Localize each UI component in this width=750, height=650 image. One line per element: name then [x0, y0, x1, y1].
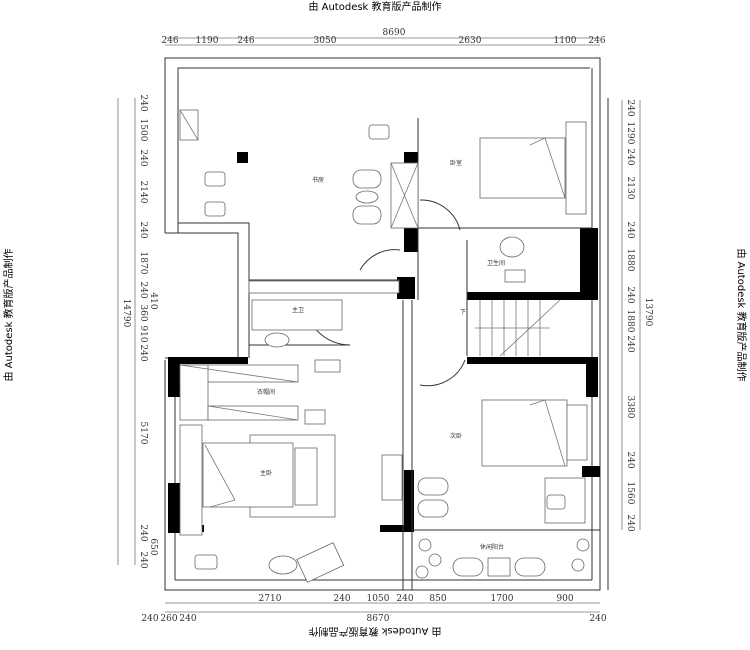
- dim-top-segment: 246: [588, 36, 605, 46]
- dim-right-segment: 240: [625, 514, 635, 531]
- dim-right-segment: 1880: [625, 249, 635, 272]
- dim-right-segment: 240: [625, 286, 635, 303]
- dim-top-segment: 2630: [459, 36, 482, 46]
- dim-bottom-segment: 2710: [259, 594, 282, 604]
- dim-top-segment: 246: [161, 36, 178, 46]
- watermark-top: 由 Autodesk 教育版产品制作: [308, 0, 441, 13]
- dim-bottom-segment: 850: [429, 594, 446, 604]
- dim-left-segment: 240: [138, 551, 148, 568]
- dim-top-segment: 1190: [196, 36, 219, 46]
- dim-left-segment: 240: [138, 94, 148, 111]
- room-label-cloakroom: 衣帽间: [257, 388, 275, 396]
- dim-right-segment: 240: [625, 221, 635, 238]
- dim-bottom-segment: 1700: [491, 594, 514, 604]
- dim-left-segment: 240: [138, 524, 148, 541]
- dim-right-segment: 240: [625, 148, 635, 165]
- dim-left-segment: 360: [138, 304, 148, 321]
- watermark-right: 由 Autodesk 教育版产品制作: [735, 248, 748, 381]
- dim-left-segment: 410: [148, 292, 158, 309]
- dim-left-segment: 2140: [138, 181, 148, 204]
- dim-left-segment: 240: [138, 344, 148, 361]
- dimension-lines: [117, 37, 641, 613]
- bathroom-middle-fixtures: [248, 280, 400, 373]
- dim-bottom-right: 240: [589, 614, 606, 624]
- dim-right-segment: 240: [625, 335, 635, 352]
- room-label-master-bedroom: 主卧: [260, 469, 272, 477]
- bed-upper-bedroom: [479, 121, 587, 215]
- dimension-labels: 8690 246 1190 246 3050 2630 1100 246 2710 240 1050…: [121, 28, 653, 624]
- room-label-study: 书房: [312, 176, 324, 184]
- dim-left-segment: 5170: [138, 422, 148, 445]
- dim-bottom-small: 260: [160, 614, 177, 624]
- dim-bottom-segment: 240: [396, 594, 413, 604]
- staircase: [475, 299, 561, 357]
- bed-second-bedroom: [417, 399, 588, 524]
- wardrobe-study: [179, 109, 419, 229]
- dim-bottom-segment: 900: [556, 594, 573, 604]
- watermark-left: 由 Autodesk 教育版产品制作: [2, 248, 15, 381]
- dim-right-segment: 2130: [625, 177, 635, 200]
- room-label-balcony: 休闲阳台: [480, 543, 504, 551]
- cloakroom-cabinets: [179, 364, 326, 425]
- dim-left-total: 14790: [121, 299, 131, 328]
- room-label-bedroom-upper: 卧室: [450, 159, 462, 167]
- dim-right-segment: 1560: [625, 482, 635, 505]
- dim-right-segment: 240: [625, 99, 635, 116]
- stair-down-label: 下: [460, 309, 466, 316]
- dim-left-segment: 910: [138, 325, 148, 342]
- dim-right-segment: 3380: [625, 396, 635, 419]
- dim-top-segment: 1100: [554, 36, 577, 46]
- dim-right-segment: 1290: [625, 122, 635, 145]
- watermark-bottom: 由 Autodesk 教育版产品制作: [308, 625, 441, 638]
- dim-left-segment: 240: [138, 281, 148, 298]
- dim-left-segment: 240: [138, 149, 148, 166]
- room-labels: 书房 卧室 主卫 卫生间 衣帽间 主卧 次卧 休闲阳台 下: [257, 159, 505, 551]
- dim-bottom-small: 240: [179, 614, 196, 624]
- dim-right-segment: 240: [625, 451, 635, 468]
- dim-top-segment: 246: [237, 36, 254, 46]
- dim-bottom-small: 240: [141, 614, 158, 624]
- structural-columns: [168, 152, 600, 533]
- room-label-bath-upper: 卫生间: [487, 259, 505, 267]
- dim-left-segment: 1870: [138, 252, 148, 275]
- dim-left-segment: 1500: [138, 119, 148, 142]
- dim-right-segment: 1880: [625, 310, 635, 333]
- dim-top-segment: 3050: [314, 36, 337, 46]
- dim-top-total: 8690: [383, 28, 406, 38]
- balcony-furniture: [415, 538, 590, 579]
- bed-master-bedroom: [179, 424, 403, 583]
- room-label-second-bedroom: 次卧: [450, 432, 462, 440]
- dim-bottom-segment: 240: [333, 594, 350, 604]
- study-chairs: [204, 124, 390, 225]
- dim-bottom-total: 8670: [367, 614, 390, 624]
- dim-right-total: 13790: [643, 298, 653, 327]
- dim-left-segment: 650: [148, 538, 158, 555]
- room-label-bath-middle: 主卫: [292, 306, 304, 314]
- bathroom-upper-fixtures: [499, 236, 526, 283]
- dim-bottom-segment: 1050: [367, 594, 390, 604]
- dim-left-segment: 240: [138, 221, 148, 238]
